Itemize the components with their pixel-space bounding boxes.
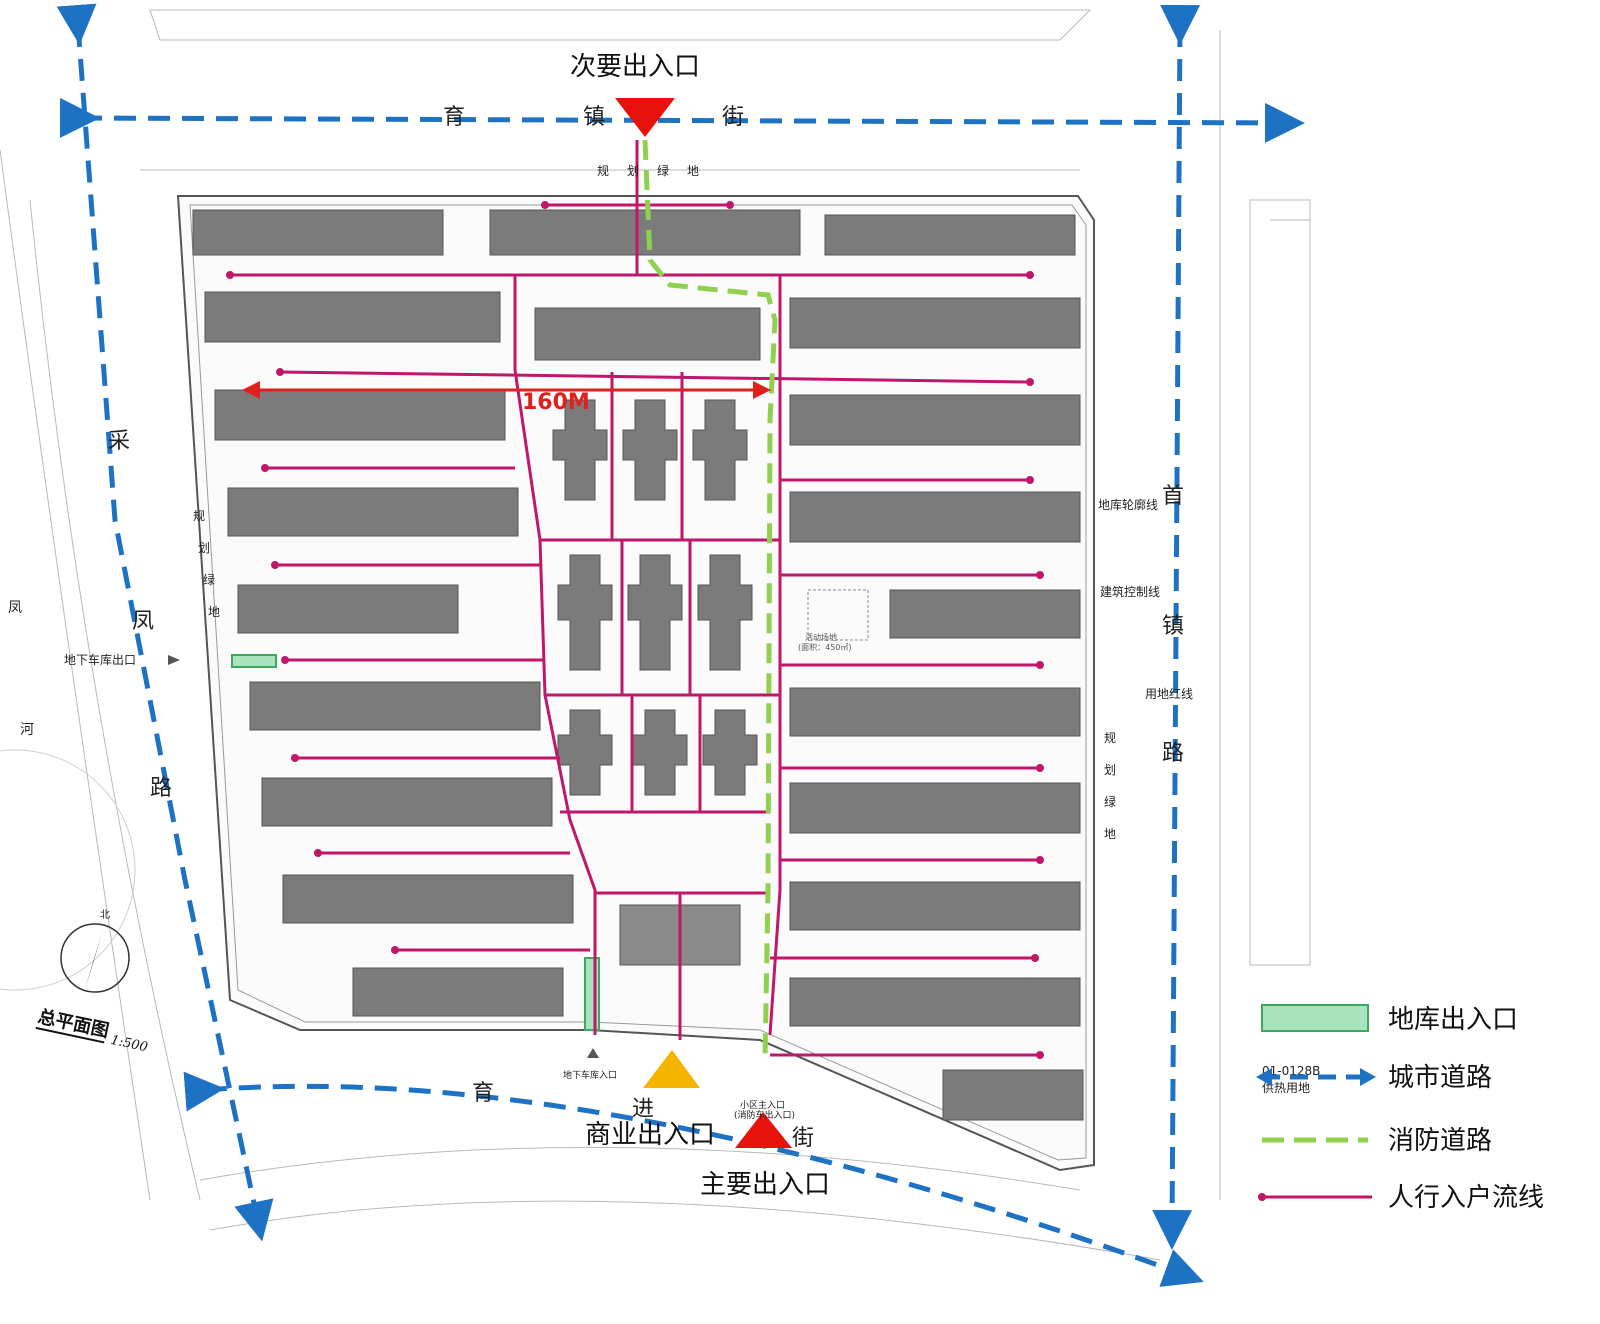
green-north-1: 规 [597,163,609,178]
north-road-line [59,97,1305,143]
fire-entrance-label: (消防车出入口) [734,1109,795,1121]
fire-road-route [642,139,778,1061]
road-west-1: 采 [108,429,130,454]
road-names: 育 镇 街 采 凤 路 首 镇 路 育 进 街 凤 河 规 划 绿 地 规 划 … [8,105,1184,1151]
green-east-1: 规 [1104,730,1116,745]
road-south-3: 街 [792,1126,814,1151]
secondary-entrance-triangle [615,98,675,137]
commercial-entrance-triangle [643,1050,700,1088]
building-block [789,881,1081,931]
north-arrow: 北 [60,909,130,993]
road-east-1: 首 [1162,484,1184,509]
garage-exit-west-label: 地下车库出口 [64,652,136,667]
green-west-4: 地 [208,605,220,619]
road-east-2: 镇 [1162,614,1184,639]
legend: 地库出入口 城市道路 消防道路 人行入户流线 [1256,1004,1544,1213]
road-north-3: 街 [722,105,744,130]
building-block [214,389,506,441]
building-block [789,782,1081,834]
building-block [789,491,1081,543]
legend-pedestrian-swatch [1258,1193,1372,1201]
building-block [534,307,761,361]
building-block [489,209,801,256]
building-block [789,977,1081,1027]
building-block [204,291,501,343]
legend-pedestrian-label: 人行入户流线 [1388,1183,1544,1213]
annotations: 地下车库出口 地下车库入口 小区主入口 (消防车出入口) 地库轮廓线 建筑控制线… [64,497,1320,1121]
basement-outline-label: 地库轮廓线 [1098,497,1158,512]
garage-entrance-south-label: 地下车库入口 [563,1069,617,1081]
garage-entrance-south [584,957,600,1031]
road-east-3: 路 [1162,741,1184,766]
building-block [889,589,1081,639]
distance-label: 160M [522,390,590,415]
road-west-3: 路 [150,776,172,801]
community-entrance-label: 小区主入口 [740,1099,785,1111]
green-west-1: 规 [193,508,205,523]
river-label-1: 凤 [8,600,22,616]
pedestrian-routes [226,140,1044,1059]
heating-land-label: 供热用地 [1262,1081,1310,1095]
main-entrance-triangle [735,1112,792,1148]
green-north-2: 划 [627,164,639,178]
road-west-2: 凤 [132,609,154,634]
legend-garage-swatch [1261,1004,1369,1032]
green-east-2: 划 [1104,763,1116,777]
south-garage-marker [587,1048,599,1058]
building-block [789,687,1081,737]
plan-title-block: 总平面图 1:500 [35,1005,149,1055]
building-block [352,967,564,1017]
green-west-3: 绿 [203,572,215,587]
building-control-line-label: 建筑控制线 [1100,584,1160,599]
cross-buildings [552,399,758,796]
activity-area-size: (面积：450㎡) [798,642,852,652]
south-road-line [183,1071,1204,1287]
building-block [789,297,1081,349]
distance-marker: 160M [242,381,771,415]
entrance-markers [168,98,792,1148]
building-block [942,1069,1084,1121]
legend-city-road-swatch [1256,1068,1376,1086]
commercial-entrance-label: 商业出入口 [585,1120,715,1150]
building-block [192,209,444,256]
building-block [789,394,1081,446]
building-block [227,487,519,537]
land-red-line-label: 用地红线 [1145,686,1193,701]
garage-entrance-west [231,654,277,668]
green-west-2: 划 [198,541,210,555]
road-south-1: 育 [472,1081,494,1106]
plan-scale: 1:500 [109,1033,149,1055]
activity-area [807,589,869,641]
secondary-entrance-label: 次要出入口 [570,52,700,82]
building-block [282,874,574,924]
main-entrance-label: 主要出入口 [700,1170,830,1200]
west-garage-marker [168,655,180,665]
road-south-2: 进 [632,1097,654,1122]
activity-area-label: 活动场地 [805,632,837,642]
green-north-3: 绿 [657,163,669,178]
green-east-3: 绿 [1104,794,1116,809]
green-east-4: 地 [1104,827,1116,841]
building-block [249,681,541,731]
road-north-2: 镇 [583,105,605,130]
building-block [824,214,1076,256]
building-block [261,777,553,827]
east-road-line [1152,4,1201,1250]
legend-garage-label: 地库出入口 [1388,1005,1518,1035]
north-label: 北 [100,909,110,921]
green-north-4: 地 [687,164,699,178]
legend-fire-road-label: 消防道路 [1388,1126,1492,1156]
road-north-1: 育 [443,105,465,130]
legend-city-road-label: 城市道路 [1388,1063,1492,1093]
west-road-line [56,3,274,1242]
building-block [237,584,459,634]
river-label-2: 河 [20,722,34,738]
city-road-routes [56,3,1305,1287]
